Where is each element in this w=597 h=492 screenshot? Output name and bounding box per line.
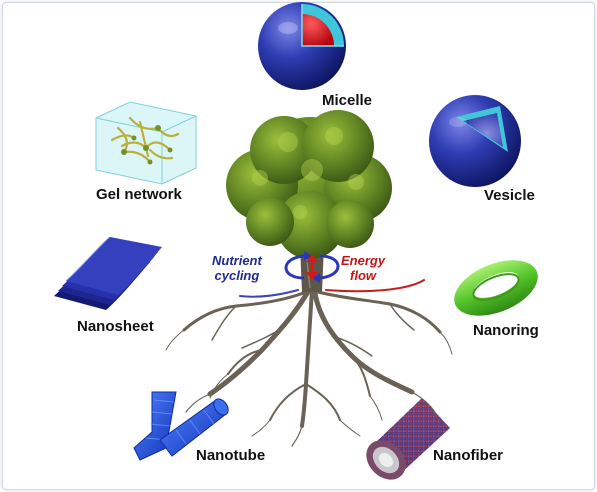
nutrient-line-1: Nutrient bbox=[212, 253, 262, 268]
nanosheet-illustration bbox=[54, 236, 162, 310]
nanoring-illustration bbox=[454, 260, 538, 316]
label-micelle: Micelle bbox=[322, 92, 373, 109]
foliage-highlights bbox=[252, 127, 364, 219]
label-energy-flow: Energy flow bbox=[341, 253, 385, 283]
label-nanotube: Nanotube bbox=[196, 447, 266, 464]
nanofiber-illustration bbox=[366, 398, 450, 480]
nutrient-line-2: cycling bbox=[214, 268, 260, 283]
tree-roots bbox=[165, 285, 453, 447]
energy-line-2: flow bbox=[350, 268, 377, 283]
gel-network-illustration bbox=[95, 101, 197, 185]
label-nanofiber: Nanofiber bbox=[433, 447, 504, 464]
label-nutrient-cycling: Nutrient cycling bbox=[212, 253, 262, 283]
root-accents bbox=[239, 279, 425, 298]
cycle-arrows bbox=[284, 251, 340, 283]
tree-foliage bbox=[226, 110, 392, 259]
vesicle-illustration bbox=[429, 95, 521, 187]
label-vesicle: Vesicle bbox=[484, 187, 535, 204]
nanotube-illustration bbox=[133, 391, 229, 461]
micelle-illustration bbox=[258, 2, 346, 90]
label-nanoring: Nanoring bbox=[473, 322, 539, 339]
energy-line-1: Energy bbox=[341, 253, 386, 268]
label-nanosheet: Nanosheet bbox=[77, 318, 154, 335]
label-gel-network: Gel network bbox=[96, 186, 182, 203]
